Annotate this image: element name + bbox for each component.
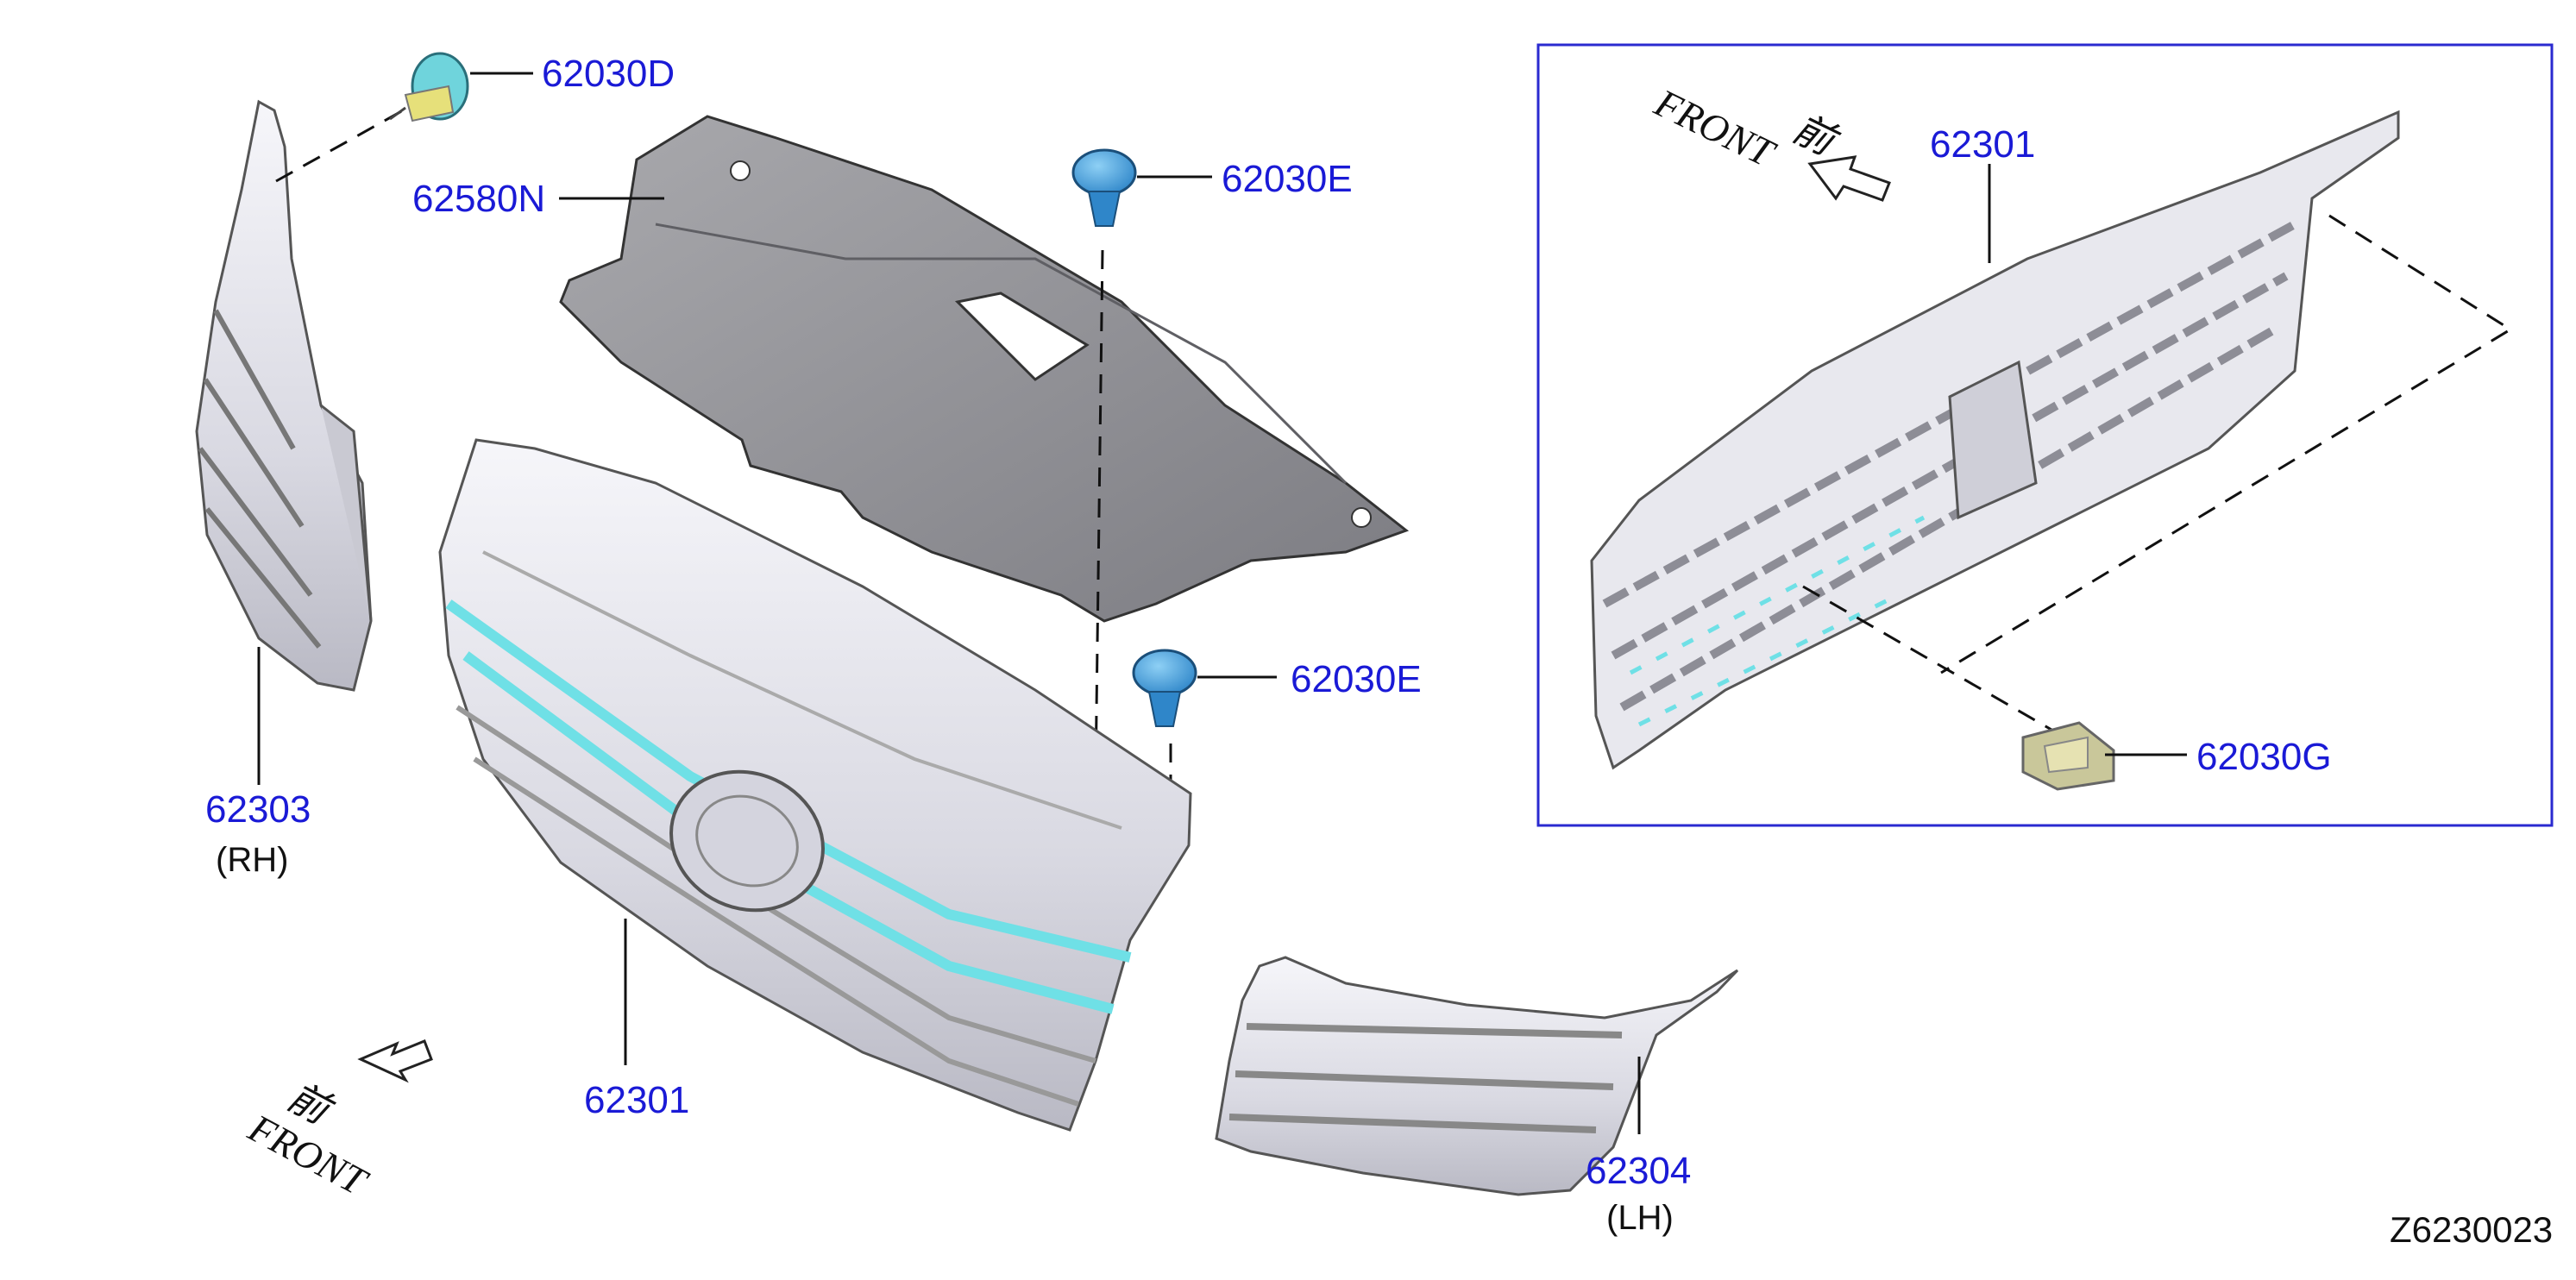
- dash-line-inset-clip: [1802, 585, 2058, 735]
- clip-62030e-top-part: [1071, 148, 1137, 227]
- front-arrow-icon: [357, 1039, 433, 1083]
- callout-clip-g: 62030G: [2196, 736, 2332, 778]
- front-marker-bottom: 前 FRONT: [241, 1039, 433, 1205]
- dash-line-clip-e-top: [1094, 249, 1104, 777]
- callout-cover: 62580N: [412, 178, 545, 220]
- callout-clip-e-top: 62030E: [1222, 158, 1353, 200]
- front-marker-inset: FRONT 前: [1648, 80, 1891, 202]
- dash-line-inset: [1940, 214, 2513, 675]
- diagram-id: Z6230023: [2390, 1209, 2553, 1250]
- molding-lh-part: [1215, 956, 1739, 1196]
- cover-62580n-part: [559, 115, 1410, 623]
- front-kanji: 前: [1787, 106, 1846, 166]
- clip-62030d-part: [389, 52, 469, 122]
- front-arrow-icon: [1807, 155, 1891, 202]
- callout-clip-e-mid: 62030E: [1291, 658, 1422, 700]
- molding-rh-part: [195, 99, 373, 692]
- callout-molding-lh: 62304: [1586, 1150, 1691, 1192]
- callout-inset-grille: 62301: [1930, 123, 2035, 166]
- callout-clip-d: 62030D: [542, 53, 675, 95]
- side-label-rh: (RH): [216, 841, 288, 879]
- clip-62030g-part: [2021, 721, 2115, 791]
- inset-detail-box: [1536, 43, 2554, 827]
- inset-grille-part: [1590, 110, 2400, 770]
- callout-molding-rh: 62303: [205, 788, 311, 831]
- clip-62030e-mid-part: [1132, 649, 1197, 727]
- grille-62301-part: [438, 438, 1192, 1132]
- side-label-lh: (LH): [1606, 1199, 1674, 1237]
- front-word: FRONT: [1648, 80, 1783, 177]
- callout-grille-main: 62301: [584, 1079, 689, 1121]
